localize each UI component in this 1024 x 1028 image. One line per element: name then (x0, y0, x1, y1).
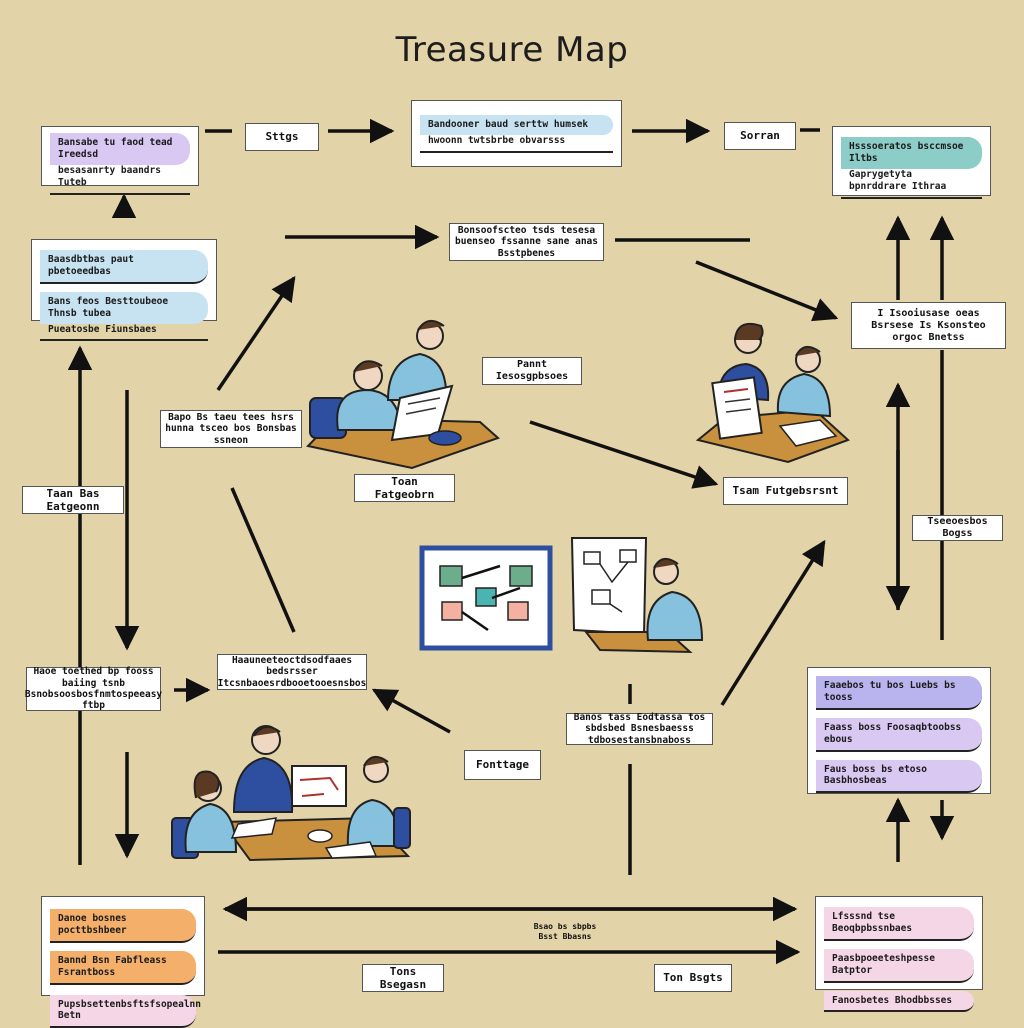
card-bottom-right-line-1: Lfsssnd tse Beoqbpbssnbaes (824, 907, 974, 941)
flow-board-illustration (422, 548, 550, 648)
label-far-right: Tseeoesbos Bogss (912, 515, 1003, 541)
card-bottom-right-line-3: Fanosbetes Bhodbbsses (824, 991, 974, 1013)
card-bottom-right: Lfsssnd tse Beoqbpbssnbaes Paasbpoeetesh… (815, 896, 983, 990)
label-lower-center: Banos tass Eodtassa tos sbdsbed Bsnesbae… (566, 713, 713, 745)
card-right-lower-line-1: Faaebos tu bos Luebs bs tooss (816, 676, 982, 710)
arrow-diag-up-left (218, 278, 294, 390)
card-top-right: Hsssoeratos bsccmsoe Iltbs Gaprygetyta b… (832, 126, 991, 196)
arrow-diag-to-team-right (530, 422, 716, 484)
card-bottom-left: Danoe bosnes pocttbshbeer Bannd Bsn Fabf… (41, 896, 205, 996)
card-bottom-left-line-1: Danoe bosnes pocttbshbeer (50, 909, 196, 943)
bottom-mid-caption: Bsao bs sbpbs Bsst Bbasns (520, 922, 610, 943)
card-top-center: Bandooner baud serttw humsek hwoonn twts… (411, 100, 622, 167)
whiteboard-illustration (572, 538, 702, 652)
label-footnote: Fonttage (464, 750, 541, 780)
label-bottom-right-btn: Ton Bsgts (654, 964, 732, 992)
card-left-upper-line-3: Pueatosbe Fiunsbaes (40, 324, 208, 342)
label-right-mid: I Isooiusase oeas Bsrsese Is Ksonsteo or… (851, 302, 1006, 349)
label-team-left: Taan Bas Eatgeonn (22, 486, 124, 514)
label-team-center: Toan Fatgeobrn (354, 474, 455, 502)
card-right-lower-line-2: Faass boss Foosaqbtoobss ebous (816, 718, 982, 752)
label-left-mid: Bapo Bs taeu tees hsrs hunna tsceo bos B… (160, 410, 302, 448)
diagram-title: Treasure Map (0, 30, 1024, 70)
card-right-lower-line-3: Faus boss bs etoso Basbhosbeas (816, 760, 982, 794)
card-left-upper-line-2: Bans feos Besttoubeoe Thnsb tubea (40, 292, 208, 324)
card-top-left-line-2: besasanrty baandrs Tuteb (50, 165, 190, 195)
card-top-left: Bansabe tu faod tead Ireedsd besasanrty … (41, 126, 199, 186)
card-top-right-line-2: Gaprygetyta bpnrddrare Ithraa (841, 169, 982, 199)
card-top-center-line-1: Bandooner baud serttw humsek (420, 115, 613, 135)
card-bottom-left-line-2: Bannd Bsn Fabfleass Fsrantboss (50, 951, 196, 985)
card-left-upper-line-1: Baasdbtbas paut pbetoeedbas (40, 250, 208, 284)
label-team-right: Tsam Futgebsrsnt (723, 477, 848, 505)
label-pannt: Pannt Iesosgpbsoes (482, 357, 582, 385)
line-diag-left (232, 488, 294, 632)
team-meeting-illustration-1 (308, 321, 498, 468)
bottom-mid-caption-line-2: Bsst Bbasns (520, 932, 610, 942)
bottom-mid-caption-line-1: Bsao bs sbpbs (520, 922, 610, 932)
label-lower-center-left: Haauneeteoctdsodfaaes bedsrsser Itcsnbao… (217, 654, 367, 690)
label-screen: Sorran (724, 122, 796, 150)
card-bottom-right-line-2: Paasbpoeeteshpesse Batptor (824, 949, 974, 983)
arrow-diag-to-lower-center-left (374, 690, 450, 732)
card-left-upper: Baasdbtbas paut pbetoeedbas Bans feos Be… (31, 239, 217, 321)
team-meeting-illustration-2 (698, 324, 848, 462)
label-lower-left: Haoe toethed bp fooss baiing tsnb Bsnobs… (26, 667, 161, 711)
arrow-diag-to-right-mid (696, 262, 836, 318)
card-top-right-line-1: Hsssoeratos bsccmsoe Iltbs (841, 137, 982, 169)
card-top-left-line-1: Bansabe tu faod tead Ireedsd (50, 133, 190, 165)
label-center-top: Bonsoofscteo tsds tesesa buenseo fssanne… (449, 223, 604, 261)
card-right-lower: Faaebos tu bos Luebs bs tooss Faass boss… (807, 667, 991, 794)
team-meeting-illustration-3 (172, 726, 410, 860)
card-bottom-left-line-3: Pupsbsettenbsftsfsopealnn Betn (50, 995, 196, 1028)
card-top-center-line-2: hwoonn twtsbrbe obvarsss (420, 135, 613, 153)
label-bottom-left-btn: Tons Bsegasn (362, 964, 444, 992)
label-stage: Sttgs (245, 123, 319, 151)
